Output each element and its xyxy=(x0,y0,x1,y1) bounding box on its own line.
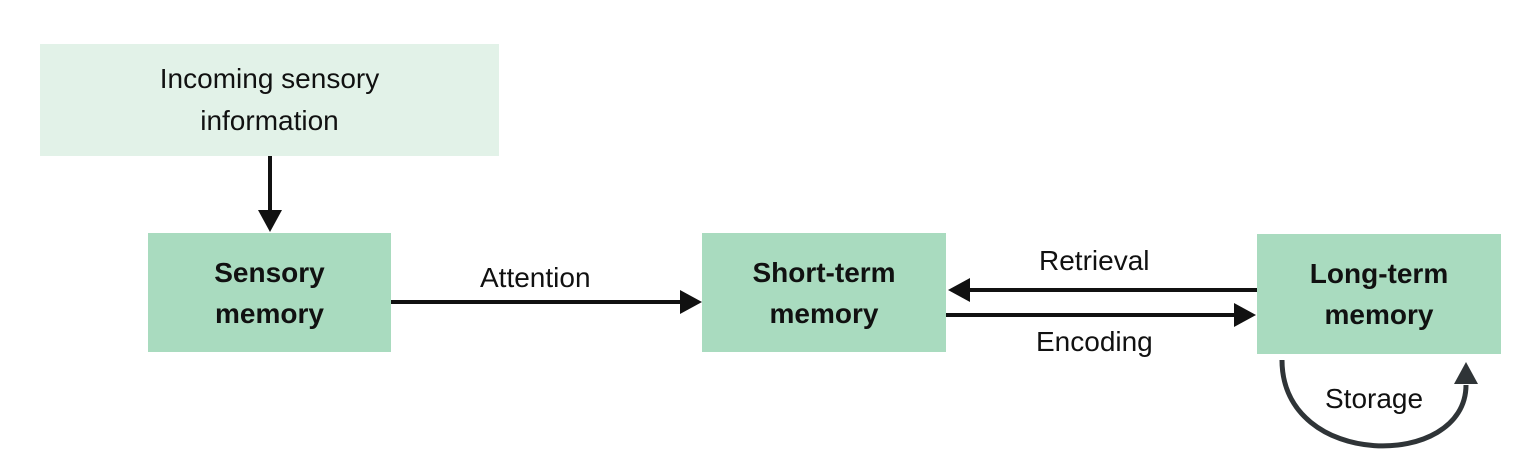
long-term-box-line2: memory xyxy=(1324,299,1434,330)
incoming-sensory-information-box: Incoming sensory information xyxy=(40,44,499,156)
short-term-box-line2: memory xyxy=(769,297,879,329)
encoding-label: Encoding xyxy=(1036,326,1153,357)
short-term-memory-box: Short-term memory xyxy=(702,233,946,352)
incoming-box-line1: Incoming sensory xyxy=(159,63,380,94)
long-term-box-line1: Long-term xyxy=(1309,258,1449,289)
long-term-memory-box: Long-term memory xyxy=(1257,234,1501,354)
sensory-box-line1: Sensory xyxy=(214,256,325,288)
arrow-encoding xyxy=(946,303,1256,327)
storage-label: Storage xyxy=(1325,383,1424,414)
short-term-box-line1: Short-term xyxy=(752,256,896,288)
arrow-incoming-to-sensory xyxy=(258,156,282,232)
arrow-storage-loop xyxy=(1279,359,1478,449)
incoming-box-line2: information xyxy=(200,105,339,136)
arrow-attention xyxy=(391,290,702,314)
arrow-retrieval xyxy=(948,278,1257,302)
sensory-memory-box: Sensory memory xyxy=(148,233,391,352)
attention-label: Attention xyxy=(480,262,591,293)
sensory-box-line2: memory xyxy=(215,297,324,329)
retrieval-label: Retrieval xyxy=(1039,245,1150,276)
